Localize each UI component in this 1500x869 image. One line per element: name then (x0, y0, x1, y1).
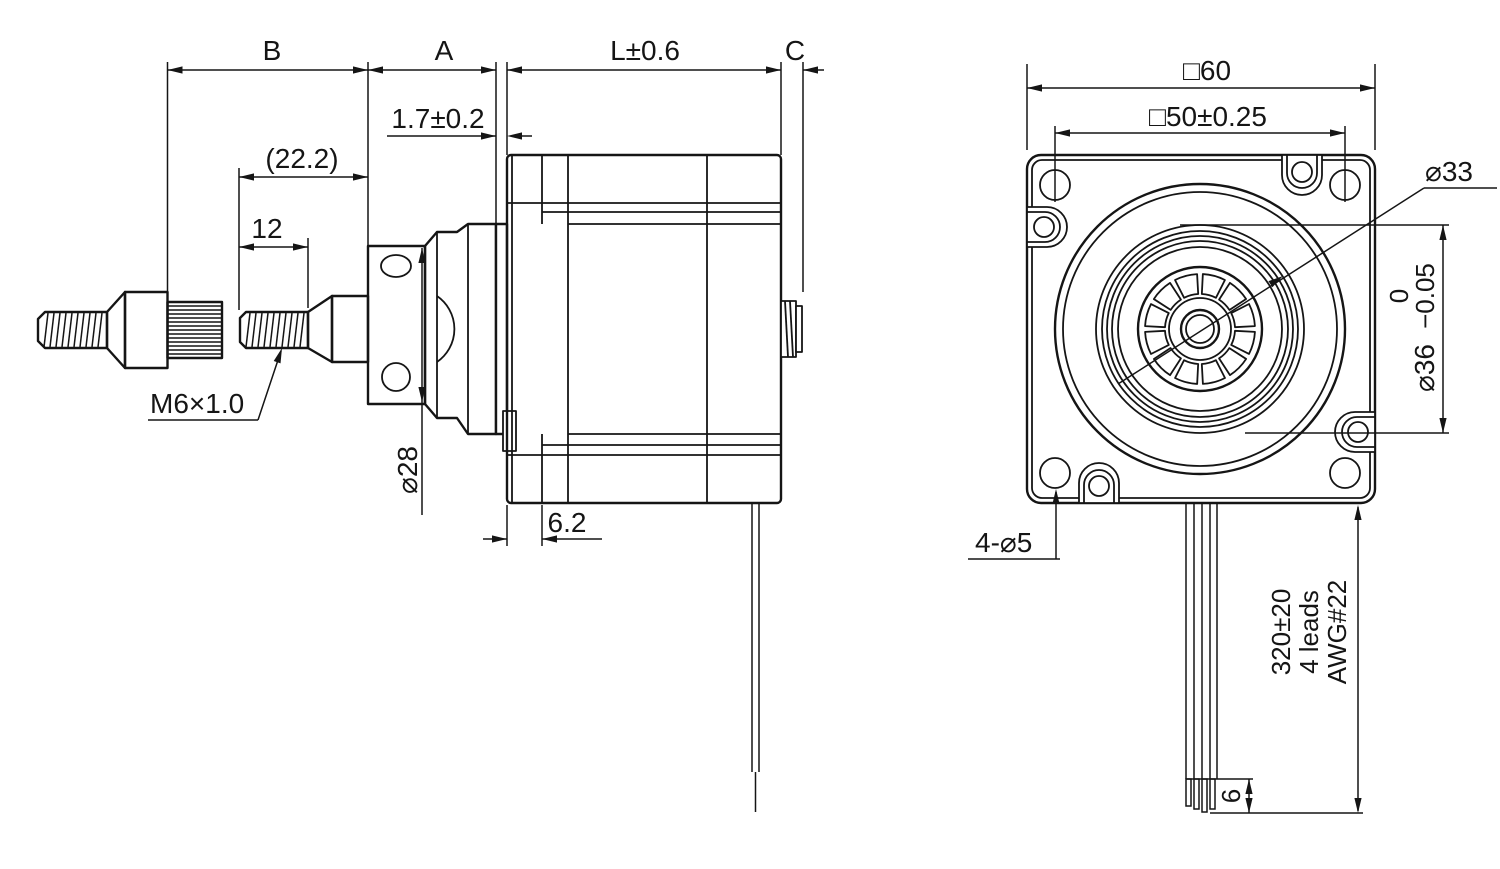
boss-diameter-label: ⌀33 (1425, 156, 1473, 187)
hole-spacing-label: □50±0.25 (1149, 101, 1267, 132)
thread-length-label: 12 (251, 213, 282, 244)
housing-diameter-label: ⌀28 (392, 446, 423, 494)
dim-lead-length: 320±20 4 leads AWG#22 (1210, 505, 1363, 814)
edge-notches (1026, 154, 1376, 504)
lead-length-label: 320±20 (1266, 589, 1296, 676)
dim-thread-length: 12 (239, 213, 309, 308)
dim-c-label: C (785, 35, 805, 66)
pilot-tol-upper-label: 0 (1384, 289, 1414, 303)
dim-row-main: B A L±0.6 C (166, 35, 824, 368)
dim-boss-diameter: ⌀33 (1117, 156, 1497, 385)
rear-shaft-stub (780, 300, 803, 358)
dim-thread-spec: M6×1.0 (148, 346, 286, 421)
dim-pilot-diameter: ⌀36 −0.05 0 (1180, 224, 1449, 434)
side-view: B A L±0.6 C 1.7±0.2 (22.2) 12 (36, 35, 824, 812)
front-cap-label: 6.2 (548, 507, 587, 538)
motor-lead-wires (1185, 503, 1218, 813)
dim-front-cap: 6.2 (483, 505, 602, 546)
lead-count-label: 4 leads (1294, 590, 1324, 674)
dim-housing-diameter: ⌀28 (392, 248, 426, 515)
motor-lead-wire-side (751, 503, 760, 812)
knurl-hatch (168, 305, 222, 355)
motor-body (505, 153, 783, 505)
dim-b-label: B (263, 35, 282, 66)
dim-pilot-thickness: 1.7±0.2 (387, 103, 532, 140)
strip-length-label: 6 (1216, 789, 1246, 803)
dim-hole-spacing: □50±0.25 (1055, 101, 1345, 137)
motor-frame-inner-line (1031, 159, 1371, 499)
dim-mounting-holes: 4-⌀5 (968, 489, 1060, 560)
nut-assembly (36, 290, 224, 370)
alignment-tab (502, 410, 517, 452)
nut-length-label: (22.2) (265, 143, 338, 174)
dim-frame-size: □60 (1026, 55, 1376, 150)
screw-thread-hatch (245, 312, 305, 348)
thread-spec-label: M6×1.0 (150, 388, 244, 419)
dim-strip-length: 6 (1186, 778, 1253, 813)
mounting-holes-label: 4-⌀5 (975, 527, 1032, 558)
rotor-segment-ring (1139, 268, 1261, 390)
corner-mounting-holes (1039, 126, 1361, 489)
motor-frame-outline (1025, 153, 1377, 505)
front-face-circles (1053, 182, 1347, 476)
dim-nut-length: (22.2) (238, 143, 368, 310)
dim-a-label: A (435, 35, 454, 66)
nut-thread-hatch (43, 312, 103, 348)
pilot-thickness-label: 1.7±0.2 (391, 103, 484, 134)
lead-screw (238, 294, 370, 364)
bearing-flange (366, 222, 517, 452)
pilot-tol-lower-label: −0.05 (1410, 263, 1440, 329)
pilot-diameter-label: ⌀36 (1409, 344, 1440, 392)
frame-size-label: □60 (1183, 55, 1231, 86)
lead-gauge-label: AWG#22 (1322, 580, 1352, 685)
dim-l-label: L±0.6 (610, 35, 680, 66)
front-view: □60 □50±0.25 ⌀33 ⌀36 −0.05 0 (968, 55, 1497, 814)
